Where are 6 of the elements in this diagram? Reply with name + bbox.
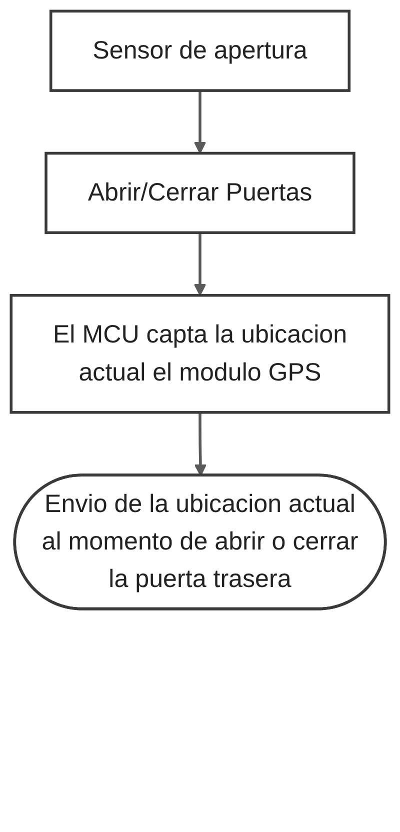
node-box: El MCU capta la ubicacion actual el modulo GPS — [10, 294, 390, 414]
arrow — [194, 232, 206, 296]
node-box: Sensor de apertura — [49, 10, 351, 92]
arrow — [194, 90, 206, 154]
node-box: Abrir/Cerrar Puertas — [44, 152, 356, 234]
arrow — [194, 412, 207, 476]
